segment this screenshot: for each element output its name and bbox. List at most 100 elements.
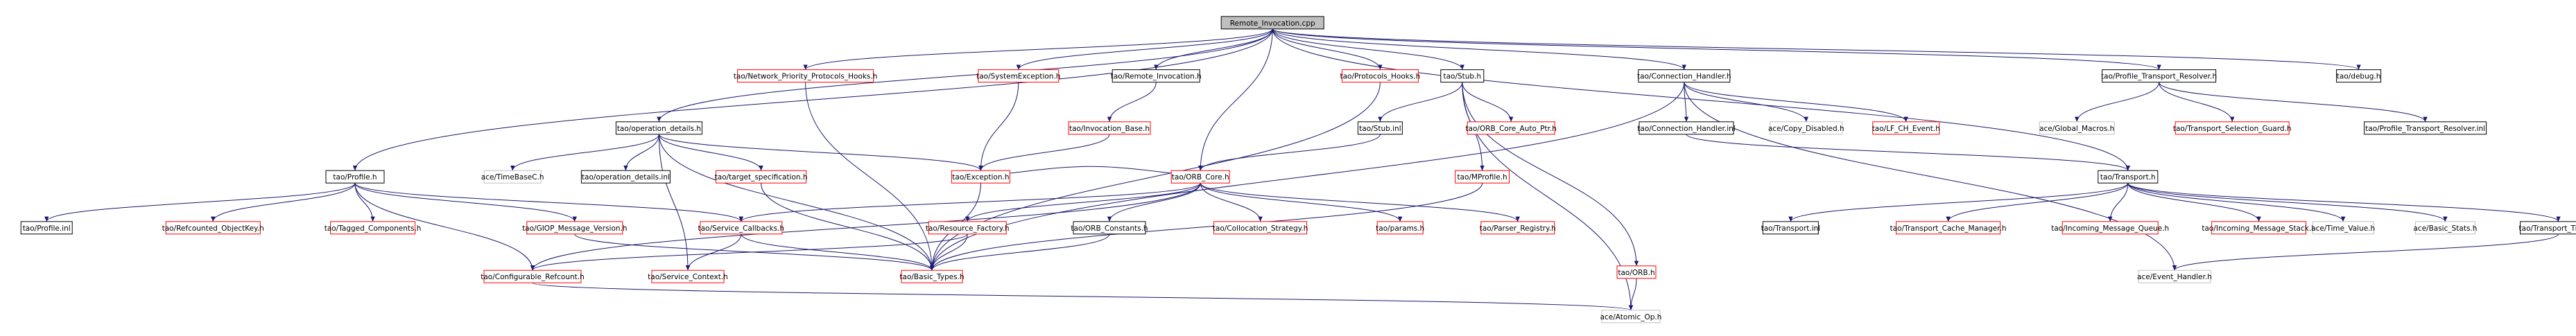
node-tcm[interactable]: tao/Transport_Cache_Manager.h (1890, 221, 2007, 235)
edge-orbcore-to-exception (980, 166, 1201, 179)
node-box-evhandler (2138, 269, 2211, 283)
node-params[interactable]: tao/params.h (1376, 221, 1424, 235)
node-sysexc[interactable]: tao/SystemException.h (976, 69, 1060, 83)
node-reminv[interactable]: tao/Remote_Invocation.h (1111, 69, 1202, 83)
node-root[interactable]: Remote_Invocation.cpp (1220, 16, 1324, 30)
node-label-ims: tao/Incoming_Message_Stack.h (2202, 224, 2316, 233)
node-tagged[interactable]: tao/Tagged_Components.h (325, 221, 422, 235)
node-copydis: ace/Copy_Disabled.h (1768, 121, 1844, 135)
node-opdetinl[interactable]: tao/operation_details.inl (580, 170, 671, 184)
node-giopver[interactable]: tao/GIOP_Message_Version.h (522, 221, 628, 235)
edge-profile-to-giopver (354, 183, 577, 222)
node-orbh[interactable]: tao/ORB.h (1616, 265, 1657, 279)
node-transportinl[interactable]: tao/Transport.inl (1761, 221, 1821, 235)
node-svcctx[interactable]: tao/Service_Context.h (648, 269, 728, 283)
node-label-prothooks: tao/Protocols_Hooks.h (1340, 73, 1420, 81)
node-connhinl[interactable]: tao/Connection_Handler.inl (1637, 121, 1736, 135)
edge-opdet-to-exception (658, 134, 983, 171)
edge-stub-to-orbh (1462, 82, 1639, 266)
node-label-evhandler: ace/Event_Handler.h (2137, 273, 2212, 281)
node-box-confrefcnt (483, 269, 582, 283)
edge-svccb-to-svcctx (685, 233, 742, 271)
node-profileinl[interactable]: tao/Profile.inl (20, 221, 73, 235)
node-label-sysexc: tao/SystemException.h (976, 73, 1060, 81)
node-box-resfact (928, 221, 1007, 235)
node-label-copydis: ace/Copy_Disabled.h (1768, 125, 1844, 133)
edge-transport-to-basicstats (2127, 182, 2448, 222)
edge-root-to-stub (1272, 28, 1464, 70)
node-tsg[interactable]: tao/Transport_Selection_Guard.h (2173, 121, 2292, 135)
node-orbcore[interactable]: tao/ORB_Core.h (1170, 170, 1230, 184)
node-mprofile[interactable]: tao/MProfile.h (1455, 170, 1510, 184)
node-label-transtimer: tao/Transport_Timer.h (2519, 224, 2576, 233)
node-atomicop: ace/Atomic_Op.h (1600, 310, 1661, 324)
node-profile[interactable]: tao/Profile.h (325, 170, 385, 184)
edge-layer (44, 28, 2561, 311)
node-label-debug: tao/debug.h (2337, 73, 2381, 81)
edge-transtimer-to-evhandler (2172, 233, 2559, 271)
node-transtimer[interactable]: tao/Transport_Timer.h (2519, 221, 2576, 235)
node-box-timevalue (2312, 221, 2374, 235)
node-box-lfch (1872, 121, 1940, 135)
edge-sysexc-to-exception (978, 82, 1019, 171)
node-stub[interactable]: tao/Stub.h (1440, 69, 1485, 83)
edge-netprio-to-basictypes (805, 82, 935, 271)
node-label-transportinl: tao/Transport.inl (1761, 224, 1821, 233)
node-label-timevalue: ace/Time_Value.h (2311, 224, 2375, 233)
node-box-mprofile (1455, 170, 1510, 184)
node-exception[interactable]: tao/Exception.h (951, 170, 1010, 184)
node-box-orbcoreauto (1467, 121, 1555, 135)
edge-profile-to-profileinl (44, 182, 356, 222)
edge-connhinl-to-transport (1686, 134, 2130, 171)
node-collstrat[interactable]: tao/Collocation_Strategy.h (1213, 221, 1308, 235)
node-basictypes[interactable]: tao/Basic_Types.h (899, 269, 965, 283)
node-ims[interactable]: tao/Incoming_Message_Stack.h (2202, 221, 2316, 235)
node-label-timebase: ace/TimeBaseC.h (481, 173, 544, 182)
edge-connh-to-basictypes (929, 82, 1685, 271)
edge-svccb-to-basictypes (741, 233, 935, 271)
node-label-svcctx: tao/Service_Context.h (648, 273, 728, 281)
edge-reminv-to-invbase (1107, 82, 1157, 122)
node-label-lfch: tao/LF_CH_Event.h (1872, 125, 1940, 133)
node-orbcoreauto[interactable]: tao/ORB_Core_Auto_Ptr.h (1465, 121, 1557, 135)
node-confrefcnt[interactable]: tao/Configurable_Refcount.h (481, 269, 585, 283)
node-svccb[interactable]: tao/Service_Callbacks.h (698, 221, 785, 235)
node-label-opdetinl: tao/operation_details.inl (582, 173, 670, 182)
edge-tgtspec-to-basictypes (761, 183, 935, 271)
node-ptr[interactable]: tao/Profile_Transport_Resolver.h (2101, 69, 2217, 83)
node-box-copydis (1770, 121, 1843, 135)
node-imq[interactable]: tao/Incoming_Message_Queue.h (2051, 221, 2169, 235)
node-invbase[interactable]: tao/Invocation_Base.h (1068, 121, 1151, 135)
node-orbconst[interactable]: tao/ORB_Constants.h (1071, 221, 1148, 235)
node-box-transportinl (1762, 221, 1819, 235)
edge-root-to-ptr (1272, 28, 2161, 71)
node-debug[interactable]: tao/debug.h (2336, 69, 2382, 83)
node-box-orbh (1616, 265, 1657, 279)
node-parsereg[interactable]: tao/Parser_Registry.h (1480, 221, 1556, 235)
node-netprio[interactable]: tao/Network_Priority_Protocols_Hooks.h (734, 69, 878, 83)
node-label-reminv: tao/Remote_Invocation.h (1111, 73, 1202, 81)
node-label-params: tao/params.h (1376, 224, 1424, 233)
node-prothooks[interactable]: tao/Protocols_Hooks.h (1340, 69, 1420, 83)
node-refobjkey[interactable]: tao/Refcounted_ObjectKey.h (162, 221, 264, 235)
node-label-refobjkey: tao/Refcounted_ObjectKey.h (162, 224, 264, 233)
node-label-tagged: tao/Tagged_Components.h (325, 224, 422, 233)
node-tgtspec[interactable]: tao/target_specification.h (715, 170, 808, 184)
edge-transport-to-ims (2127, 183, 2261, 222)
node-opdet[interactable]: tao/operation_details.h (615, 121, 702, 135)
edge-connh-to-lfch (1684, 82, 1908, 122)
node-stubinl[interactable]: tao/Stub.inl (1357, 121, 1403, 135)
edge-opdet-to-tgtspec (658, 134, 763, 171)
node-box-basictypes (901, 269, 963, 283)
node-label-invbase: tao/Invocation_Base.h (1069, 125, 1150, 133)
node-transport[interactable]: tao/Transport.h (2098, 170, 2159, 184)
node-resfact[interactable]: tao/Resource_Factory.h (926, 221, 1010, 235)
node-box-collstrat (1213, 221, 1308, 235)
edge-orbcore-to-confrefcnt (530, 183, 1201, 271)
node-connh[interactable]: tao/Connection_Handler.h (1637, 69, 1731, 83)
node-box-opdet (615, 121, 702, 135)
node-box-tgtspec (716, 170, 807, 184)
node-ptrinl[interactable]: tao/Profile_Transport_Resolver.inl (2364, 121, 2487, 135)
node-lfch[interactable]: tao/LF_CH_Event.h (1872, 121, 1940, 135)
node-box-connh (1638, 69, 1731, 83)
